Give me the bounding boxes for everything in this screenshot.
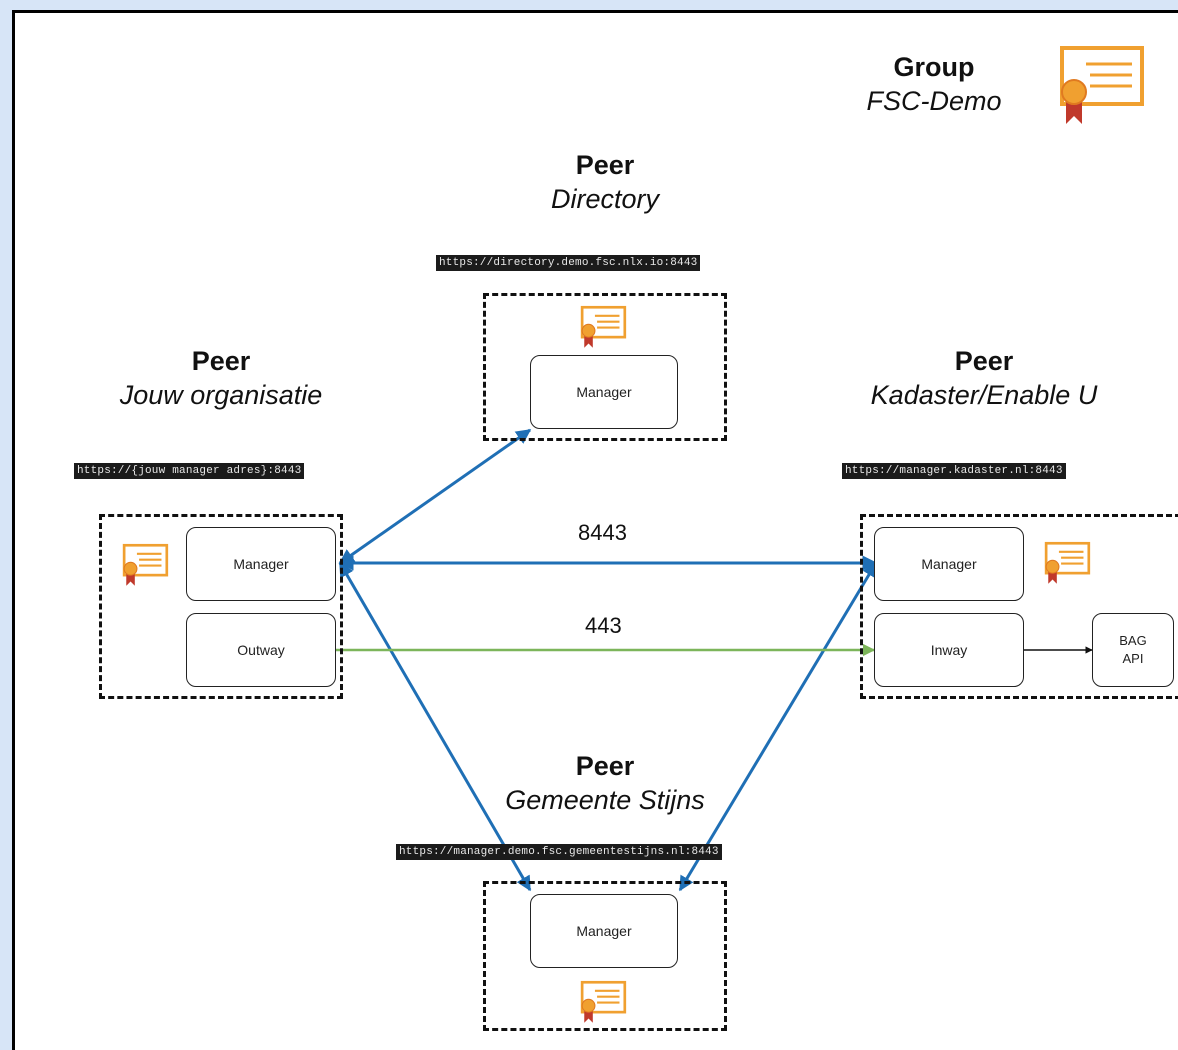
kadaster-inway-node: Inway bbox=[874, 613, 1024, 687]
link-jouw-gemeente bbox=[338, 561, 532, 892]
certificate-icon bbox=[122, 543, 169, 586]
peer-jouw-kind: Peer bbox=[191, 346, 251, 376]
peer-kadaster-url: https://manager.kadaster.nl:8443 bbox=[842, 463, 1066, 479]
group-title: Group FSC-Demo bbox=[840, 50, 1028, 118]
link-jouw-directory bbox=[338, 428, 532, 565]
peer-directory-name: Directory bbox=[550, 184, 659, 214]
peer-directory-title: Peer Directory bbox=[480, 148, 730, 216]
peer-gemeente-name: Gemeente Stijns bbox=[505, 785, 705, 815]
certificate-icon bbox=[1044, 541, 1091, 584]
outway-port-label: 443 bbox=[585, 613, 622, 638]
kadaster-manager-node: Manager bbox=[874, 527, 1024, 601]
link-kadaster-gemeente bbox=[678, 561, 878, 892]
peer-gemeente-box bbox=[483, 881, 727, 1031]
peer-jouw-box bbox=[99, 514, 343, 699]
peer-jouw-title: Peer Jouw organisatie bbox=[92, 344, 350, 412]
peer-kadaster-name: Kadaster/Enable U bbox=[870, 380, 1098, 410]
peer-kadaster-box bbox=[860, 514, 1178, 699]
peer-gemeente-kind: Peer bbox=[575, 751, 635, 781]
directory-manager-node: Manager bbox=[530, 355, 678, 429]
manager-port-label: 8443 bbox=[578, 520, 627, 545]
peer-directory-kind: Peer bbox=[575, 150, 635, 180]
kadaster-bag-api-node: BAG API bbox=[1092, 613, 1174, 687]
peer-jouw-name: Jouw organisatie bbox=[119, 380, 323, 410]
peer-jouw-url: https://{jouw manager adres}:8443 bbox=[74, 463, 305, 479]
certificate-icon bbox=[580, 980, 627, 1023]
certificate-icon bbox=[580, 305, 627, 348]
peer-kadaster-kind: Peer bbox=[954, 346, 1014, 376]
jouw-outway-node: Outway bbox=[186, 613, 336, 687]
peer-directory-url: https://directory.demo.fsc.nlx.io:8443 bbox=[436, 255, 701, 271]
peer-gemeente-title: Peer Gemeente Stijns bbox=[470, 749, 740, 817]
group-kind: Group bbox=[893, 52, 975, 82]
peer-gemeente-url: https://manager.demo.fsc.gemeentestijns.… bbox=[396, 844, 722, 860]
group-name: FSC-Demo bbox=[866, 86, 1002, 116]
gemeente-manager-node: Manager bbox=[530, 894, 678, 968]
peer-directory-box bbox=[483, 293, 727, 441]
jouw-manager-node: Manager bbox=[186, 527, 336, 601]
peer-kadaster-title: Peer Kadaster/Enable U bbox=[848, 344, 1120, 412]
certificate-icon bbox=[1060, 46, 1144, 124]
